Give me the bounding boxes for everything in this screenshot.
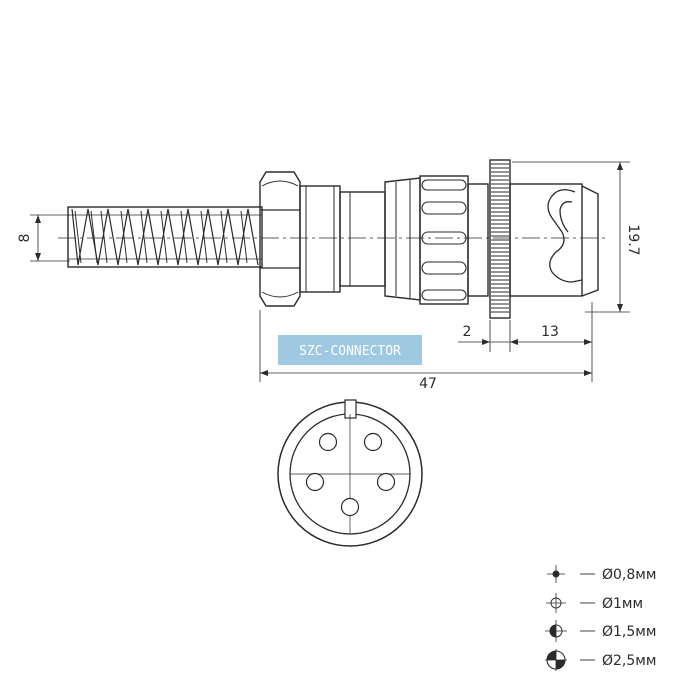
legend-row: Ø1,5мм xyxy=(545,620,656,642)
legend-row: Ø2,5мм xyxy=(545,649,656,671)
open-cross-circle-icon xyxy=(546,593,566,613)
legend-row: Ø0,8мм xyxy=(547,565,656,583)
dimension-body-height: 19.7 xyxy=(512,161,641,313)
dimension-label-cable-diameter: 8 xyxy=(17,234,33,243)
connector-tip xyxy=(509,183,599,297)
spring-strain-relief xyxy=(67,206,263,268)
dimension-label-body-height: 19.7 xyxy=(625,224,641,255)
dimension-total-length: 47 xyxy=(259,310,593,392)
legend-label: Ø0,8мм xyxy=(602,567,656,583)
pin-diameter-legend: Ø0,8мм Ø1мм Ø1,5мм xyxy=(545,565,656,671)
connector-body xyxy=(299,177,421,301)
dimension-label-tip-length: 13 xyxy=(541,324,559,340)
ribbed-grip xyxy=(419,175,489,305)
contact-pin xyxy=(305,472,325,492)
legend-label: Ø1,5мм xyxy=(602,624,656,640)
dimension-cable-diameter: 8 xyxy=(17,214,70,262)
pin-face-view xyxy=(277,399,423,547)
quarter-filled-circle-icon xyxy=(545,649,567,671)
contact-pin xyxy=(318,432,338,452)
contact-pin xyxy=(340,497,360,517)
dimension-label-total-length: 47 xyxy=(419,376,437,392)
watermark-badge: SZC-CONNECTOR xyxy=(278,335,422,365)
filled-dot-icon xyxy=(547,565,565,583)
half-filled-circle-icon xyxy=(545,620,567,642)
dimension-label-nut-thickness: 2 xyxy=(463,324,472,340)
legend-label: Ø2,5мм xyxy=(602,653,656,669)
watermark-text: SZC-CONNECTOR xyxy=(299,344,401,359)
contact-pin xyxy=(363,432,383,452)
legend-label: Ø1мм xyxy=(602,596,643,612)
dimension-tip: 2 13 xyxy=(458,302,593,352)
watermark-background xyxy=(278,335,422,365)
contact-pin xyxy=(376,472,396,492)
hex-nut xyxy=(259,171,301,307)
knurled-ring xyxy=(489,159,511,319)
legend-row: Ø1мм xyxy=(546,593,643,613)
